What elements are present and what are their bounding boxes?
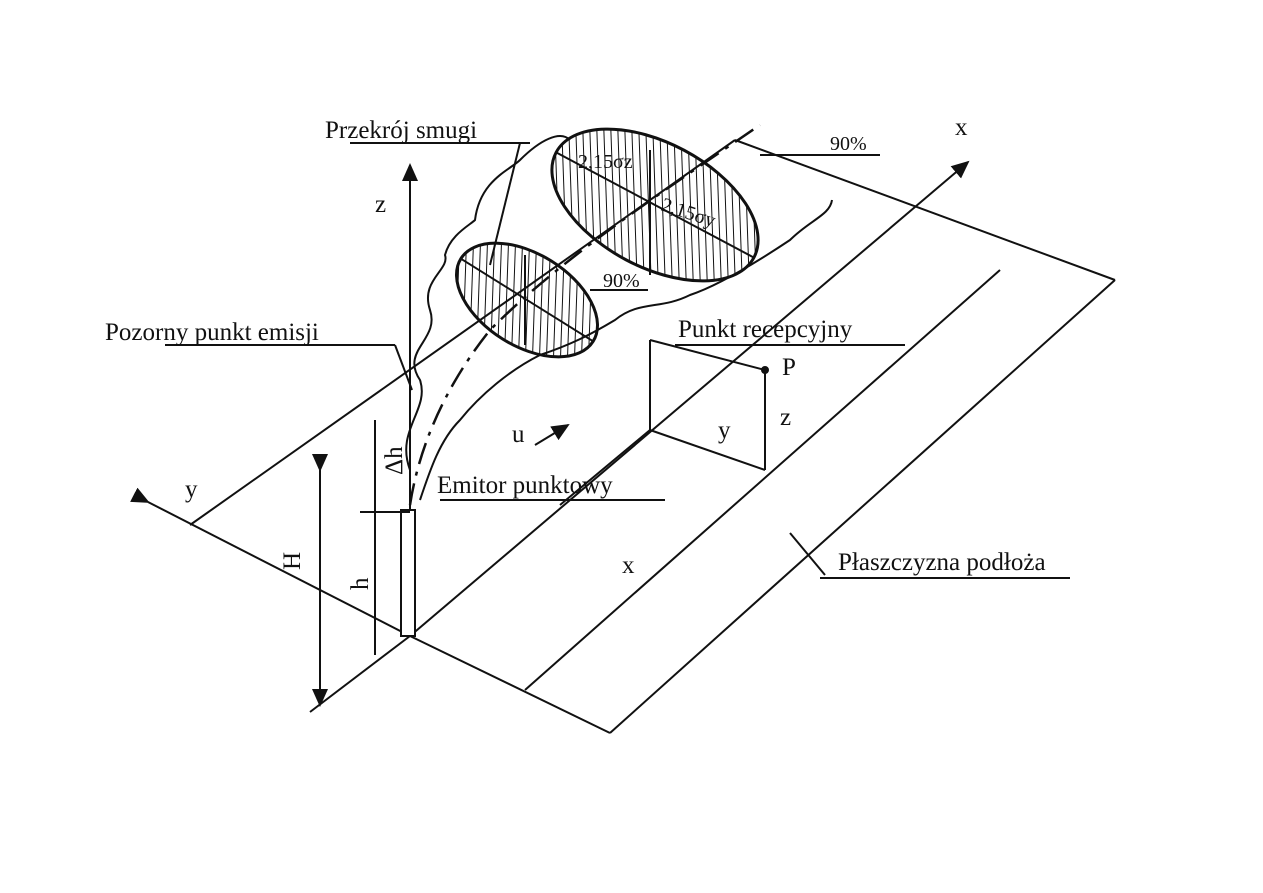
x-axis-label: x	[955, 114, 968, 141]
receptor-y-label: y	[718, 417, 731, 444]
delta-h-label: Δh	[381, 446, 408, 475]
y-axis-label: y	[185, 476, 198, 503]
plane-bottom-edge	[409, 635, 611, 734]
receptor-y-line	[649, 429, 766, 471]
plane-inner-line	[524, 269, 1001, 691]
point-emitter-label: Emitor punktowy	[437, 472, 613, 499]
plume-lower-outline	[419, 199, 833, 501]
receptor-point-label: Punkt recepcyjny	[678, 316, 853, 343]
plume-cross-section-label: Przekrój smugi	[325, 117, 477, 144]
pct-small-label: 90%	[603, 270, 640, 292]
H-label: H	[279, 552, 306, 570]
receptor-x-line	[559, 429, 651, 506]
ground-plane-label: Płaszczyzna podłoża	[838, 549, 1046, 576]
stack-icon	[400, 509, 416, 637]
plume-cross-section-large	[550, 127, 760, 283]
plane-top-edge	[734, 139, 1116, 281]
z-axis-label: z	[375, 191, 386, 218]
plume-cross-section-small	[455, 241, 599, 359]
plane-near-edge	[309, 635, 411, 713]
virtual-source-label: Pozorny punkt emisji	[105, 319, 319, 346]
receptor-box-top	[649, 339, 766, 371]
sigma-z-label: 2,15σz	[578, 151, 633, 173]
wind-u-label: u	[512, 421, 525, 448]
x-axis-line	[409, 160, 970, 637]
plume-upper-outline	[405, 135, 571, 471]
h-label: h	[347, 577, 374, 590]
plane-right-edge	[609, 279, 1116, 734]
receptor-point-marker	[761, 366, 769, 374]
pct-large-label: 90%	[830, 133, 867, 155]
point-p-label: P	[782, 354, 796, 381]
wind-arrow	[534, 423, 570, 446]
receptor-z-label: z	[780, 404, 791, 431]
ground-x-label: x	[622, 552, 635, 579]
cross-section-leader	[489, 142, 521, 266]
virtual-source-leader	[394, 344, 413, 391]
ground-leader	[789, 532, 826, 576]
